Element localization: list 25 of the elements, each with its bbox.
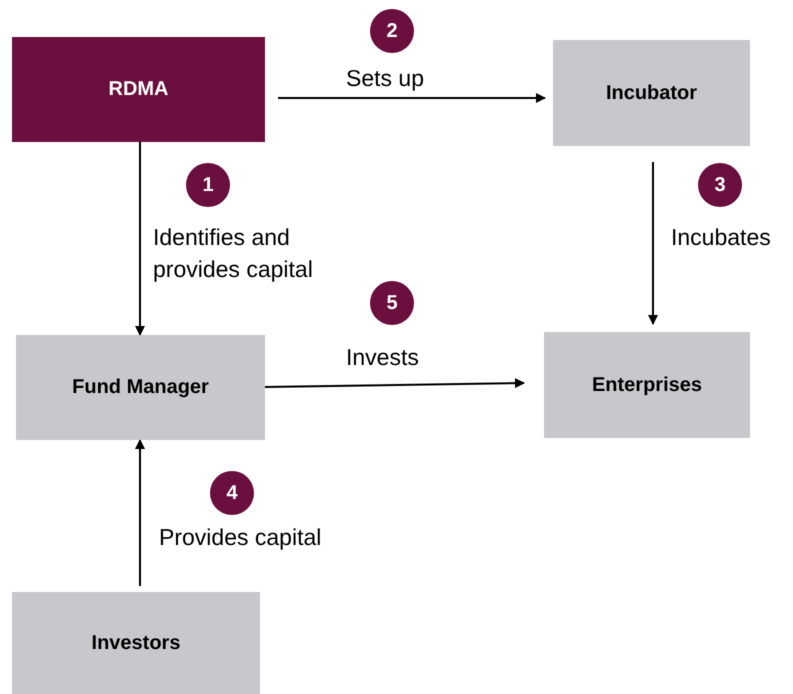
box-label: Enterprises	[592, 374, 702, 396]
edge-label: Identifies and provides capital	[153, 223, 314, 284]
edge-label: Incubates	[671, 223, 772, 252]
step-number-badge: 2	[370, 9, 414, 53]
process-box	[16, 335, 265, 440]
box-label: Investors	[92, 632, 180, 654]
step-number-badge: 5	[370, 281, 414, 325]
process-box	[12, 592, 260, 694]
box-label: Incubator	[606, 82, 698, 104]
arrow	[278, 93, 546, 103]
edge-label: Invests	[346, 343, 420, 372]
arrow	[135, 439, 145, 586]
process-box	[544, 332, 750, 438]
arrow	[135, 142, 145, 336]
process-box	[553, 40, 750, 146]
step-number-badge: 1	[186, 163, 230, 207]
edge-label: Provides capital	[159, 523, 322, 552]
step-number-badge: 3	[698, 163, 742, 207]
edge-label: Sets up	[346, 64, 425, 93]
step-number-badge: 4	[210, 471, 254, 515]
box-label: RDMA	[108, 78, 168, 101]
process-box	[12, 37, 265, 142]
arrow	[264, 378, 525, 388]
box-label: Fund Manager	[72, 376, 209, 399]
arrow	[648, 162, 658, 325]
